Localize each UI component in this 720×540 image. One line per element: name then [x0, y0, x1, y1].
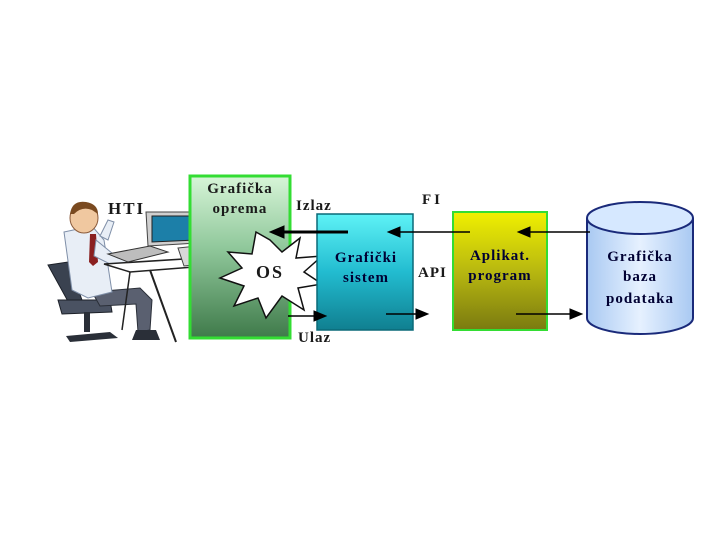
program-to-baza-arrow-head — [569, 308, 584, 320]
graficka-oprema-label-line1: Grafička — [207, 181, 273, 197]
arrows — [268, 225, 590, 322]
baza-to-program-arrow-head — [516, 226, 531, 238]
graficka-baza-cylinder: Grafička baza podataka — [586, 201, 694, 335]
fi-arrow-top-head — [386, 226, 401, 238]
ulaz-arrow-head — [313, 310, 328, 322]
fi-label: FI — [422, 192, 443, 208]
graficka-oprema-label-line2: oprema — [213, 201, 268, 217]
aplikat-program-label-line2: program — [468, 268, 531, 284]
baza-label-line1: Grafička — [607, 249, 673, 265]
graficki-sistem-label-line1: Grafički — [335, 250, 397, 266]
izlaz-arrow-head — [268, 225, 285, 239]
baza-label-line3: podataka — [606, 291, 674, 307]
os-label: OS — [256, 262, 284, 282]
ulaz-label: Ulaz — [298, 330, 331, 346]
aplikat-program-label-line1: Aplikat. — [470, 248, 530, 264]
baza-label-line2: baza — [623, 269, 657, 285]
aplikat-program-box: Aplikat. program — [452, 211, 548, 331]
api-label: API — [418, 265, 447, 281]
os-starburst: OS — [217, 230, 325, 320]
api-arrow-bottom-head — [415, 308, 430, 320]
izlaz-label: Izlaz — [296, 198, 332, 214]
hti-label: HTI — [108, 199, 145, 218]
graficki-sistem-label-line2: sistem — [343, 270, 389, 286]
